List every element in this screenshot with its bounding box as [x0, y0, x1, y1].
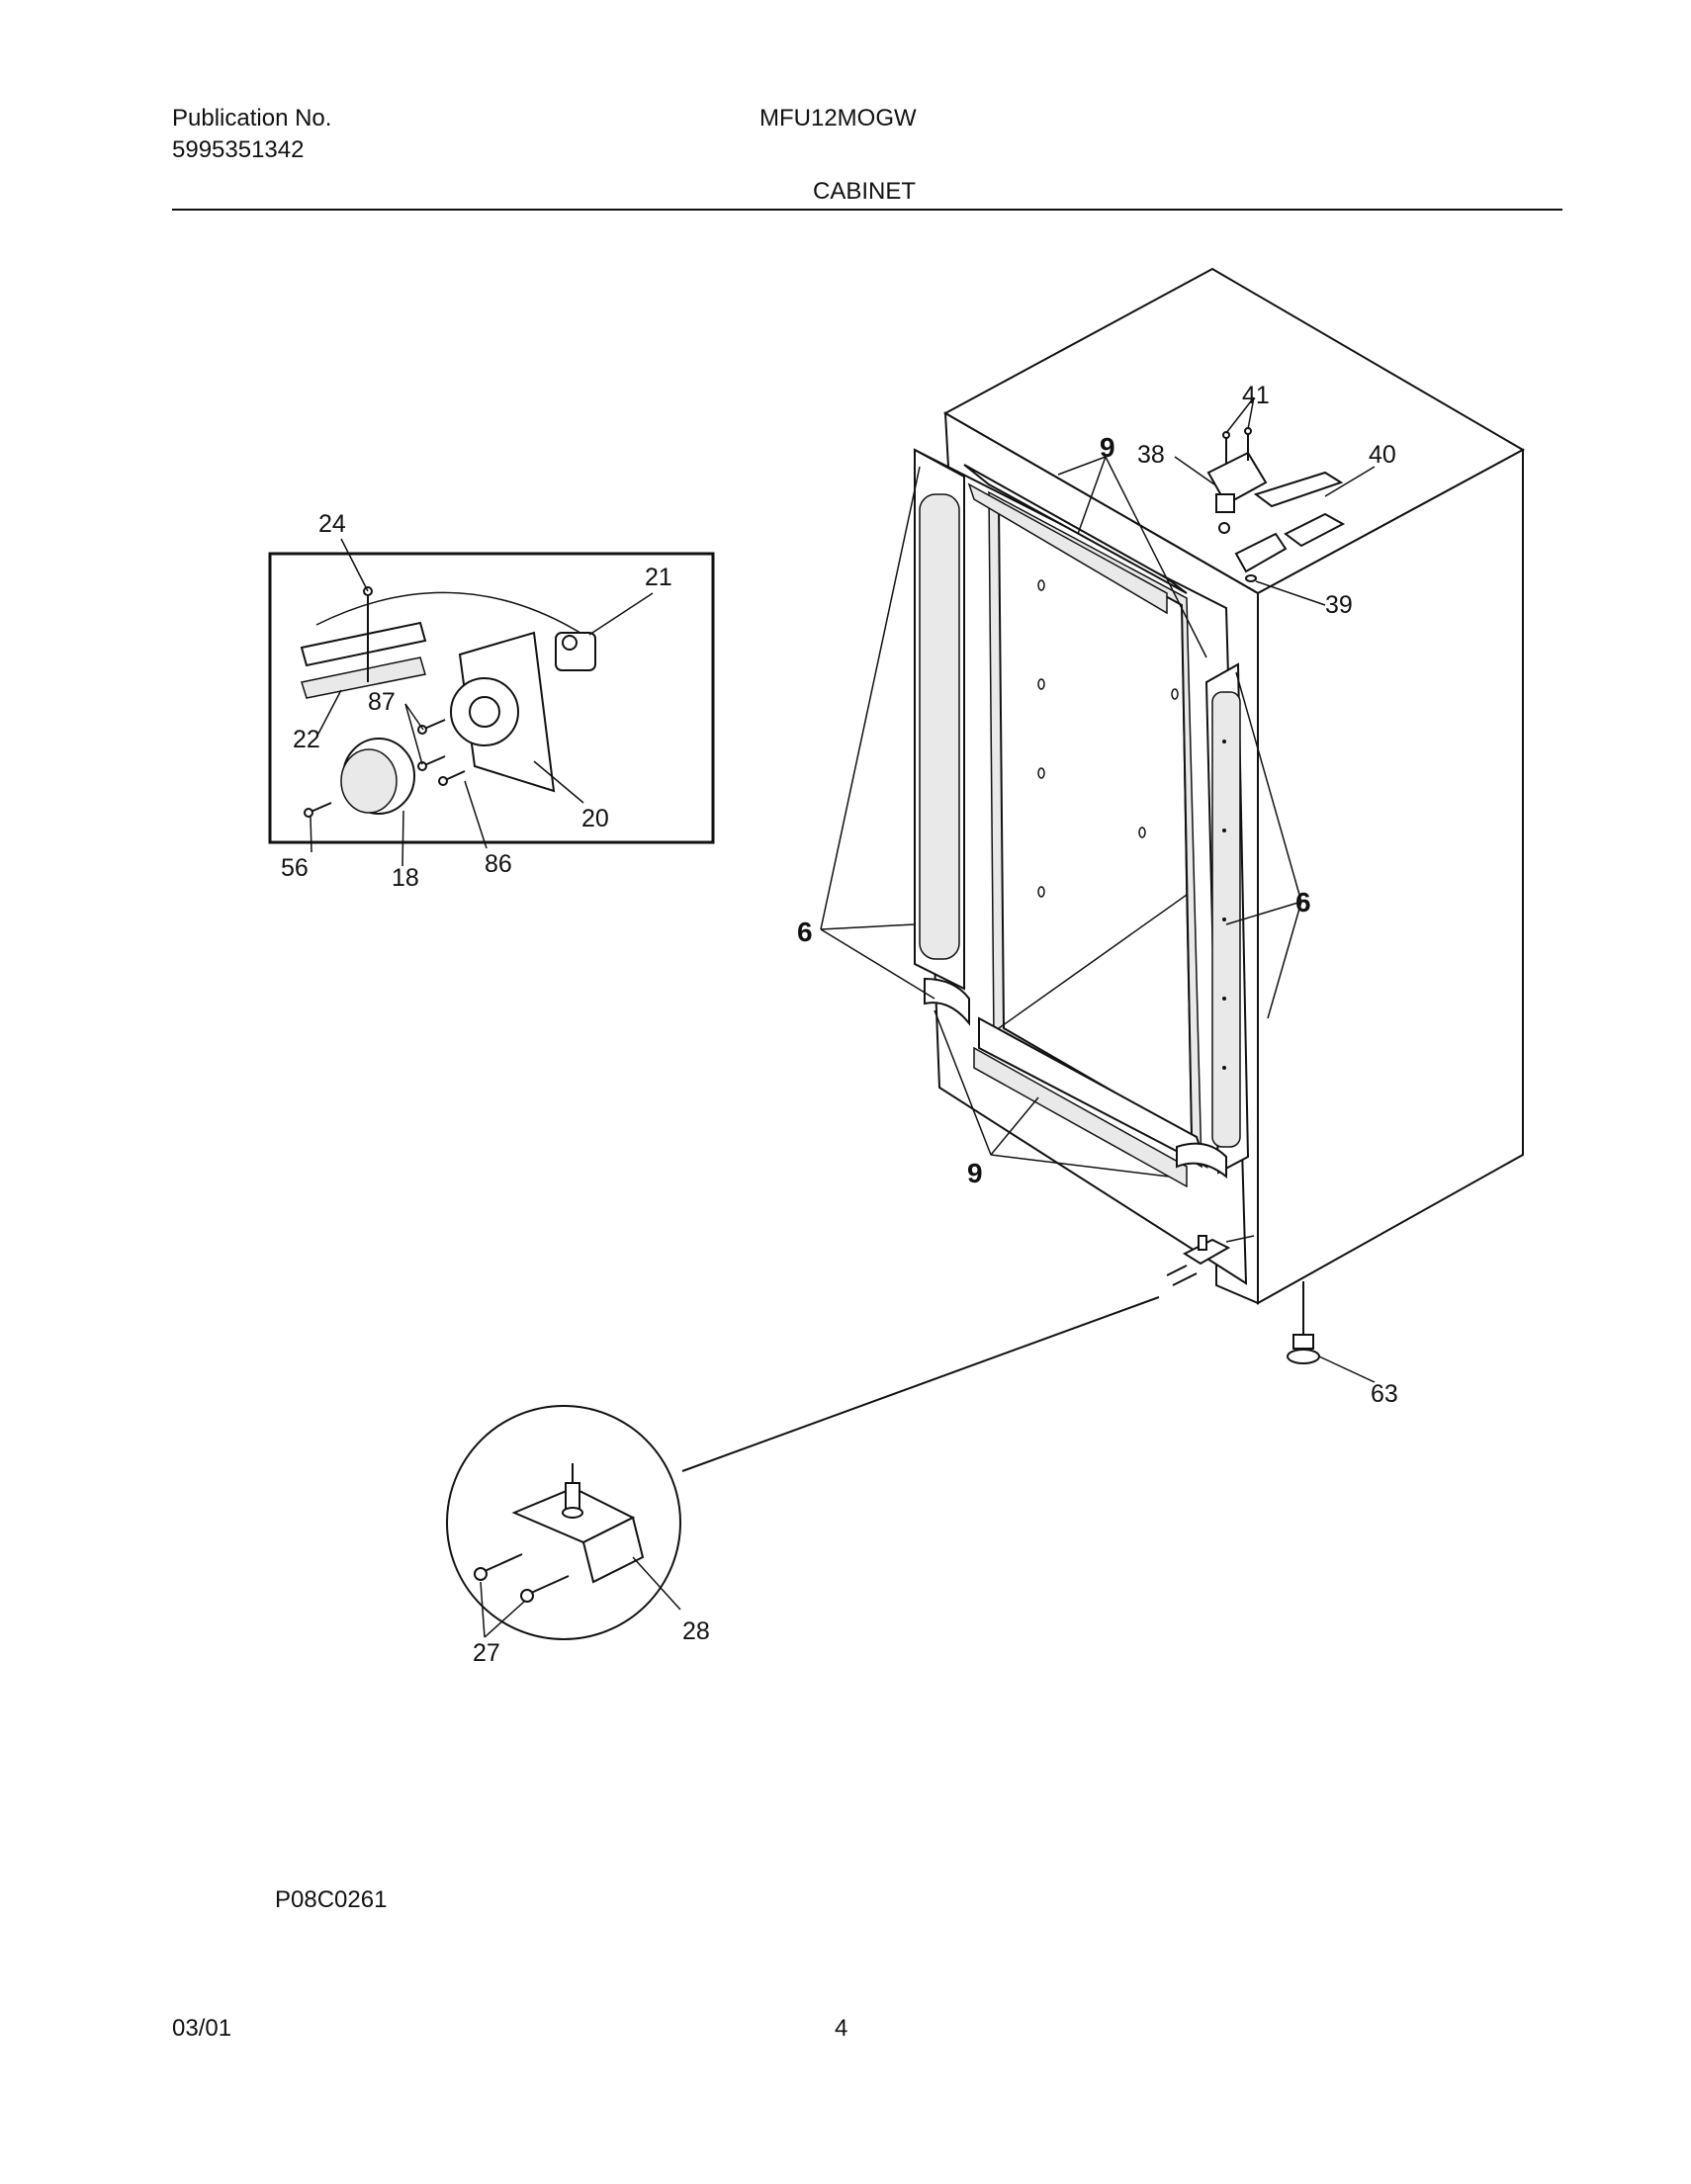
diagram-code: P08C0261 — [275, 1886, 388, 1913]
callout-24: 24 — [318, 510, 346, 538]
callout-87: 87 — [368, 688, 396, 716]
header-rule — [172, 209, 1562, 211]
callout-22: 22 — [293, 726, 320, 753]
callout-27: 27 — [473, 1639, 500, 1667]
bottom-hinge-small — [1166, 1235, 1255, 1286]
leader-lines — [310, 396, 1376, 1638]
model-number: MFU12MOGW — [759, 105, 917, 131]
callout-labels: 24 21 22 87 20 56 18 86 41 9 38 40 39 6 … — [281, 382, 1398, 1667]
callout-41: 41 — [1242, 382, 1270, 409]
callout-6-right: 6 — [1295, 887, 1311, 917]
callout-86: 86 — [485, 850, 512, 878]
callout-38: 38 — [1137, 441, 1165, 469]
callout-6-left: 6 — [797, 917, 813, 947]
hinge-detail-circle — [446, 1296, 1160, 1640]
cabinet-body — [913, 267, 1526, 1305]
callout-63: 63 — [1371, 1380, 1398, 1408]
callout-28: 28 — [682, 1617, 710, 1645]
door-gasket-left — [914, 448, 965, 991]
control-assembly-inset — [268, 552, 715, 844]
callout-18: 18 — [392, 864, 419, 892]
breaker-strip-bottom — [924, 977, 1227, 1188]
footer-date: 03/01 — [172, 2015, 232, 2042]
publication-number: 5995351342 — [172, 136, 305, 163]
leveling-leg — [1287, 1281, 1320, 1364]
publication-label: Publication No. — [172, 105, 332, 131]
page-number: 4 — [835, 2015, 848, 2042]
breaker-strip-top — [963, 464, 1188, 615]
section-title: CABINET — [813, 178, 917, 205]
liner-holes — [1037, 579, 1179, 898]
callout-21: 21 — [645, 564, 672, 591]
callout-9-top: 9 — [1100, 432, 1115, 463]
callout-20: 20 — [581, 805, 609, 832]
callout-9-bottom: 9 — [967, 1158, 983, 1188]
callout-40: 40 — [1369, 441, 1396, 469]
callout-39: 39 — [1325, 591, 1353, 619]
door-gasket-right — [1204, 662, 1250, 1175]
top-hinge — [1206, 427, 1346, 582]
callout-56: 56 — [281, 854, 309, 882]
